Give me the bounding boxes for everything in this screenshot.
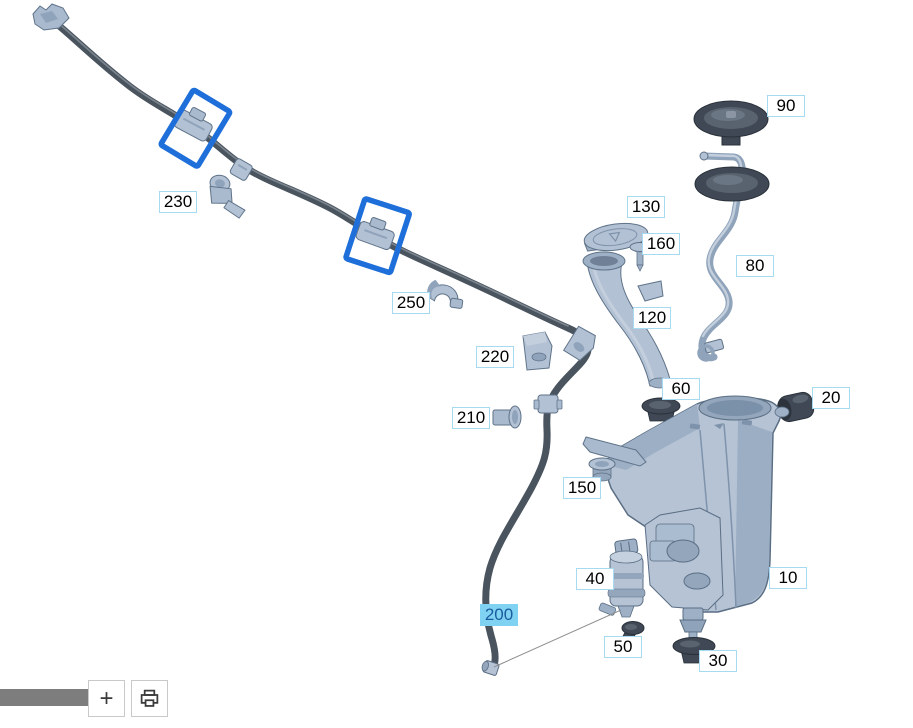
part-clip-in-box-2[interactable]	[355, 214, 398, 251]
selection-box-1	[158, 87, 233, 169]
part-clip-small[interactable]	[229, 158, 253, 182]
callout-50[interactable]: 50	[604, 636, 642, 658]
callout-120[interactable]: 120	[633, 307, 671, 329]
callout-160[interactable]: 160	[642, 233, 680, 255]
callout-10[interactable]: 10	[769, 567, 807, 589]
zoom-in-button[interactable]: +	[88, 680, 125, 717]
zoom-slider[interactable]	[0, 689, 89, 706]
part-clip-on-hose-bend[interactable]	[561, 324, 600, 364]
callout-80[interactable]: 80	[736, 255, 774, 277]
callout-200[interactable]: 200	[480, 604, 518, 626]
part-bracket-230[interactable]	[204, 173, 251, 219]
part-grommet-210[interactable]	[492, 405, 522, 429]
hose-end-fitting	[481, 660, 500, 676]
callout-20[interactable]: 20	[812, 387, 850, 409]
part-pipe-80[interactable]	[694, 151, 770, 362]
part-washer-hose-200[interactable]	[32, 3, 592, 676]
selection-box-2	[343, 196, 412, 276]
leader-line-200	[493, 609, 622, 668]
print-button[interactable]	[131, 680, 168, 717]
callout-30[interactable]: 30	[699, 650, 737, 672]
part-clip-250[interactable]	[425, 279, 465, 309]
hose-connector-top	[32, 3, 70, 31]
part-pump-40[interactable]	[598, 538, 646, 618]
callout-40[interactable]: 40	[576, 568, 614, 590]
part-clip-lower[interactable]	[533, 394, 563, 414]
part-cover-130[interactable]	[583, 220, 650, 255]
callout-60[interactable]: 60	[662, 378, 700, 400]
callout-130[interactable]: 130	[627, 196, 665, 218]
callout-230[interactable]: 230	[159, 191, 197, 213]
part-cap-90[interactable]	[693, 100, 769, 146]
callout-250[interactable]: 250	[392, 292, 430, 314]
callout-90[interactable]: 90	[767, 95, 805, 117]
callout-150[interactable]: 150	[563, 477, 601, 499]
printer-icon	[140, 689, 159, 707]
part-clip-220[interactable]	[522, 331, 553, 371]
callout-220[interactable]: 220	[476, 346, 514, 368]
callout-210[interactable]: 210	[452, 407, 490, 429]
part-filler-neck-120[interactable]	[582, 251, 672, 389]
part-grommet-60[interactable]	[641, 397, 681, 422]
